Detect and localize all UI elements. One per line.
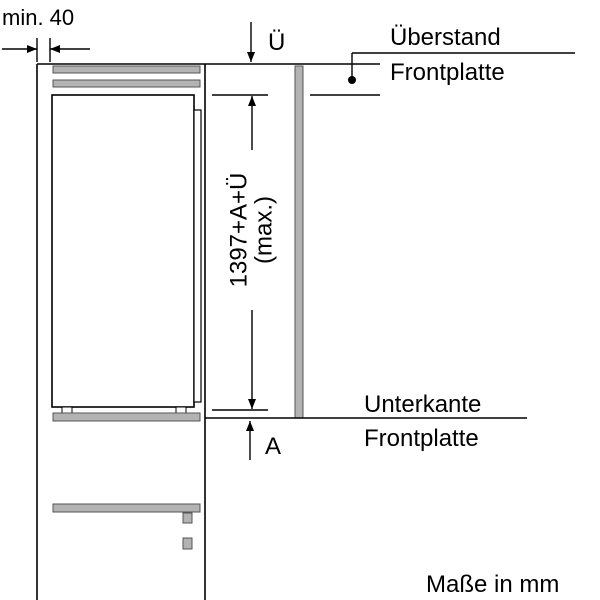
lower-bar: [52, 503, 201, 513]
lower-edge-label-line2: Frontplatte: [364, 425, 479, 452]
base-bar: [52, 412, 201, 422]
appliance-door: [51, 94, 195, 408]
lower-edge-label-line1: Unterkante: [364, 391, 481, 418]
overhang-callout: [310, 52, 575, 96]
min-gap-dimension: [2, 38, 90, 62]
left-foot: [61, 406, 73, 414]
overhang-marker-label: Ü: [268, 29, 285, 56]
cabinet-niche: [36, 63, 380, 600]
lower-edge-callout: [205, 417, 527, 460]
front-panel: [294, 65, 304, 419]
lower-bracket-upper: [182, 512, 193, 524]
right-foot: [175, 406, 187, 414]
lower-bracket-lower: [182, 537, 193, 550]
height-label-line2: (max.): [250, 196, 277, 264]
door-hinge-strip: [193, 109, 202, 403]
callout-dot: [348, 76, 356, 84]
appliance: [51, 65, 202, 550]
top-cover-bar: [52, 79, 201, 88]
top-trim-bar: [52, 65, 201, 74]
height-label-backing: [222, 150, 282, 310]
height-label-group-2: (max.): [250, 196, 277, 264]
height-label-group: 1397+A+Ü: [225, 173, 252, 288]
min-gap-label: min. 40: [2, 5, 74, 30]
units-note: Maße in mm: [426, 571, 559, 598]
overhang-label-line1: Überstand: [390, 24, 501, 51]
overhang-label-line2: Frontplatte: [390, 59, 505, 86]
lower-marker-label: A: [265, 433, 281, 460]
height-label-line1: 1397+A+Ü: [225, 173, 252, 288]
